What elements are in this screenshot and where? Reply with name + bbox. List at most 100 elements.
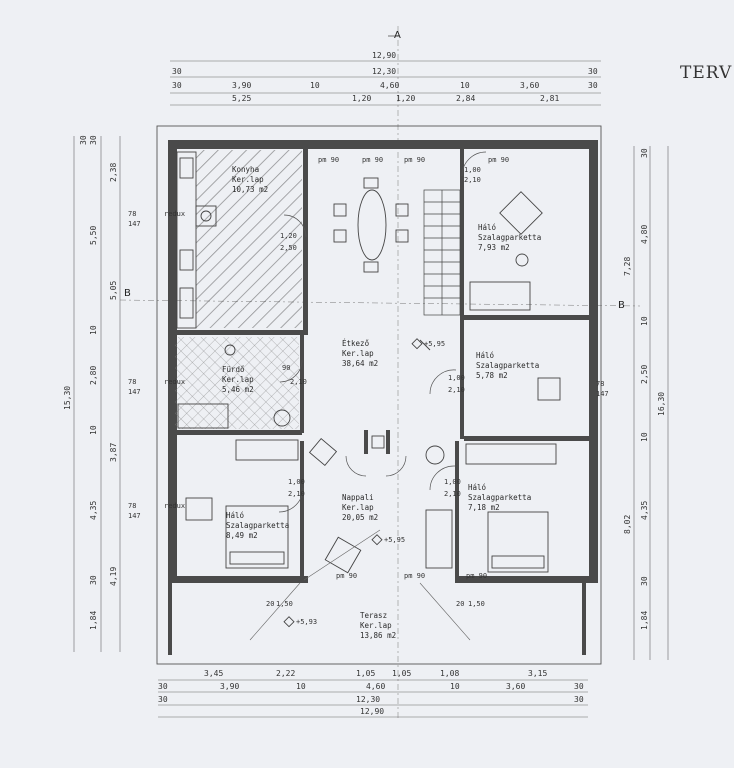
- section-b-left-label: B: [124, 288, 131, 299]
- top-dim-r4-d: 2,84: [456, 94, 475, 103]
- left-dim-in-9: 1,84: [89, 611, 98, 630]
- kitchen-tile-pattern: [175, 150, 302, 429]
- bottom-dim-r1-e: 1,08: [440, 669, 459, 678]
- top-dim-r3-e: 10: [460, 81, 470, 90]
- vent-2-a: 78: [128, 378, 136, 386]
- window-sill-4: pm 90: [488, 156, 509, 164]
- kitchen-counter: [176, 151, 217, 329]
- room-bedroom-1-floor: Szalagparketta: [478, 233, 541, 242]
- top-dim-r3-a: 30: [172, 81, 182, 90]
- room-terrace-floor: Ker.lap: [360, 621, 392, 630]
- top-dim-r3-b: 3,90: [232, 81, 251, 90]
- top-dim-r3-g: 30: [588, 81, 598, 90]
- room-label-bedroom-4: Háló Szalagparketta 7,18 m2: [468, 483, 531, 512]
- window-sill-3: pm 90: [404, 156, 425, 164]
- window-dim-4: 1,50: [468, 600, 485, 608]
- window-sill-1: pm 90: [318, 156, 339, 164]
- section-a-mark: A: [388, 26, 401, 720]
- room-bedroom-2-area: 5,78 m2: [476, 371, 508, 380]
- left-dim-in-3: 5,50: [89, 226, 98, 245]
- left-dim-in-7: 4,35: [89, 501, 98, 520]
- dining-table: [333, 177, 409, 273]
- left-dim-outer: 15,30: [63, 386, 72, 410]
- bottom-dim-r2-g: 30: [574, 682, 584, 691]
- living-furniture: [308, 339, 445, 574]
- right-dim-in-4: 2,50: [640, 365, 649, 384]
- room-bathroom-floor: Ker.lap: [222, 375, 254, 384]
- door-width-3: 90: [282, 364, 290, 372]
- interior-walls: [172, 149, 589, 576]
- window-sill-6: pm 90: [404, 572, 425, 580]
- vent-2-c: redux: [164, 378, 185, 386]
- bottom-dim-total: 12,90: [360, 707, 384, 716]
- room-dining-name: Étkező: [342, 339, 370, 348]
- room-bedroom-4-floor: Szalagparketta: [468, 493, 531, 502]
- right-dim-mid-2: 8,02: [623, 515, 632, 534]
- door-swings: [278, 151, 487, 513]
- vent-1-b: 147: [128, 220, 141, 228]
- top-dim-r4-c: 1,20: [396, 94, 415, 103]
- level-marker-1: +5,95: [424, 340, 445, 348]
- right-dim-mid-1: 7,28: [623, 257, 632, 276]
- door-height-4: 2,10: [448, 386, 465, 394]
- left-dim-in-4: 10: [89, 325, 98, 335]
- top-dim-r4-b: 1,20: [352, 94, 371, 103]
- top-dim-r2-b: 12,30: [372, 67, 396, 76]
- left-dim-in-6: 10: [89, 425, 98, 435]
- bottom-dim-r1-b: 2,22: [276, 669, 295, 678]
- top-dim-r2-c: 30: [588, 67, 598, 76]
- vent-1-a: 78: [128, 210, 136, 218]
- right-dim-in-5: 10: [640, 432, 649, 442]
- top-dim-r3-c: 10: [310, 81, 320, 90]
- bottom-dimension-lines: 3,45 2,22 1,05 1,05 1,08 3,15 30 3,90 10…: [158, 669, 588, 718]
- room-bathroom-name: Fürdő: [222, 365, 245, 374]
- bottom-dim-r1-a: 3,45: [204, 669, 223, 678]
- room-label-kitchen: Konyha Ker.lap 10,73 m2: [232, 165, 268, 194]
- vent-4-b: 147: [596, 390, 609, 398]
- bottom-dim-r3-b: 12,30: [356, 695, 380, 704]
- room-dining-area: 38,64 m2: [342, 359, 378, 368]
- room-terrace-area: 13,86 m2: [360, 631, 396, 640]
- right-dim-in-8: 1,84: [640, 611, 649, 630]
- door-height-5: 2,10: [288, 490, 305, 498]
- room-bedroom-1-name: Háló: [478, 223, 497, 232]
- room-bathroom-area: 5,46 m2: [222, 385, 254, 394]
- door-height-6: 2,10: [444, 490, 461, 498]
- section-b-right-label: B: [618, 300, 625, 311]
- vent-3-c: redux: [164, 502, 185, 510]
- top-dim-r3-f: 3,60: [520, 81, 539, 90]
- bottom-dim-r2-f: 3,60: [506, 682, 525, 691]
- door-width-1: 1,00: [464, 166, 481, 174]
- room-label-bedroom-3: Háló Szalagparketta 8,49 m2: [226, 511, 289, 540]
- room-kitchen-area: 10,73 m2: [232, 185, 268, 194]
- right-dim-in-2: 4,80: [640, 225, 649, 244]
- room-label-bedroom-2: Háló Szalagparketta 5,78 m2: [476, 351, 539, 380]
- level-marker-2: +5,95: [384, 536, 405, 544]
- left-dim-in-8: 30: [89, 575, 98, 585]
- top-dimension-lines: 12,90 30 12,30 30 30 3,90 10 4,60 10 3,6…: [170, 51, 601, 106]
- door-height-1: 2,10: [464, 176, 481, 184]
- bottom-dim-r1-d: 1,05: [392, 669, 411, 678]
- room-living-floor: Ker.lap: [342, 503, 374, 512]
- left-dim-mid-2: 3,87: [109, 443, 118, 462]
- vent-4-a: 78: [596, 380, 604, 388]
- bedroom-furniture: [177, 191, 561, 573]
- door-width-2: 1,20: [280, 232, 297, 240]
- terrace-lines: [249, 529, 471, 641]
- top-dim-total: 12,90: [372, 51, 396, 60]
- door-height-3: 2,10: [290, 378, 307, 386]
- bottom-dim-r2-c: 10: [296, 682, 306, 691]
- left-dim-in-5: 2,80: [89, 366, 98, 385]
- left-dim-in-1: 30: [79, 135, 88, 145]
- header-title: TERV: [680, 63, 732, 83]
- left-dim-extra: 2,38: [109, 163, 118, 182]
- room-label-bedroom-1: Háló Szalagparketta 7,93 m2: [478, 223, 541, 252]
- top-dim-r4-a: 5,25: [232, 94, 251, 103]
- left-dim-mid-3: 4,19: [109, 567, 118, 586]
- room-bedroom-3-floor: Szalagparketta: [226, 521, 289, 530]
- door-width-4: 1,00: [448, 374, 465, 382]
- room-living-area: 20,05 m2: [342, 513, 378, 522]
- room-label-living: Nappali Ker.lap 20,05 m2: [342, 493, 378, 522]
- room-label-bathroom: Fürdő Ker.lap 5,46 m2: [222, 365, 254, 394]
